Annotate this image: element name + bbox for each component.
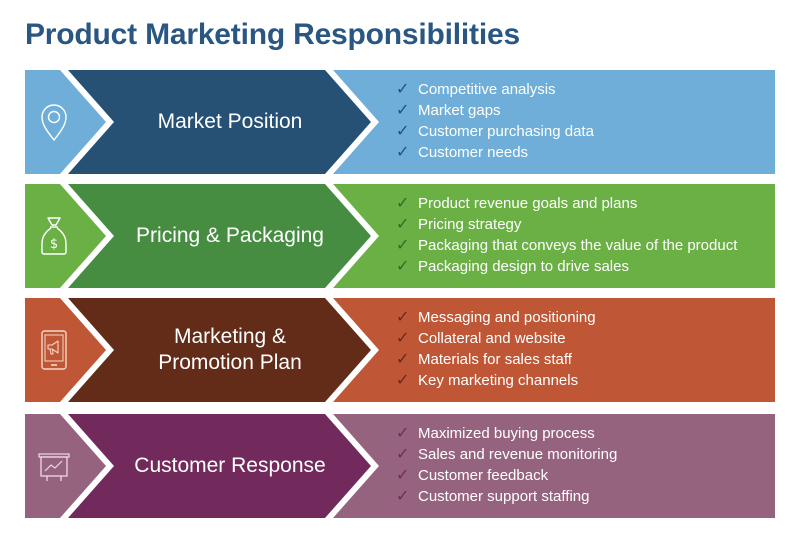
location-pin-icon [41,104,67,142]
checkmark-icon: ✓ [396,309,410,326]
chevron-shapes [25,184,775,288]
row-market-position: Market Position ✓Competitive analysis ✓M… [0,70,800,174]
page-title: Product Marketing Responsibilities [25,18,520,51]
presentation-chart-icon [38,453,70,481]
list-item: ✓Collateral and website [396,330,566,347]
row-marketing-promotion: Marketing & Promotion Plan ✓Messaging an… [0,298,800,402]
checkmark-icon: ✓ [396,330,410,347]
row-label: Pricing & Packaging [136,224,324,247]
checkmark-icon: ✓ [396,102,410,119]
row-label: Marketing & Promotion Plan [110,298,350,402]
list-item: ✓Pricing strategy [396,216,522,233]
mobile-megaphone-icon [41,330,67,370]
list-item: ✓Customer support staffing [396,488,590,505]
list-item: ✓Packaging design to drive sales [396,258,629,275]
row-pricing-packaging: $ Pricing & Packaging ✓Product revenue g… [0,184,800,288]
checkmark-icon: ✓ [396,123,410,140]
chevron-shapes [25,414,775,518]
checkmark-icon: ✓ [396,81,410,98]
row-label: Customer Response [134,454,326,477]
list-item: ✓Product revenue goals and plans [396,195,638,212]
row-customer-response: Customer Response ✓Maximized buying proc… [0,414,800,518]
checkmark-icon: ✓ [396,258,410,275]
list-item: ✓Market gaps [396,102,501,119]
list-item: ✓Materials for sales staff [396,351,572,368]
checkmark-icon: ✓ [396,144,410,161]
list-item: ✓Customer purchasing data [396,123,594,140]
chevron-shapes [25,298,775,402]
checklist: ✓Maximized buying process ✓Sales and rev… [396,423,617,507]
checkmark-icon: ✓ [396,195,410,212]
checklist: ✓Competitive analysis ✓Market gaps ✓Cust… [396,79,594,163]
list-item: ✓Customer needs [396,144,529,161]
row-label-line1: Marketing & [173,325,287,348]
checklist: ✓Messaging and positioning ✓Collateral a… [396,307,596,391]
checkmark-icon: ✓ [396,351,410,368]
list-item: ✓Packaging that conveys the value of the… [396,237,738,254]
checkmark-icon: ✓ [396,216,410,233]
chevron-shapes [25,70,775,174]
list-item: ✓Customer feedback [396,467,549,484]
row-label: Market Position [157,110,303,133]
row-label-line2: Promotion Plan [158,351,302,374]
money-bag-icon: $ [41,217,67,255]
checkmark-icon: ✓ [396,446,410,463]
checkmark-icon: ✓ [396,467,410,484]
checkmark-icon: ✓ [396,425,410,442]
checkmark-icon: ✓ [396,372,410,389]
list-item: ✓Messaging and positioning [396,309,596,326]
svg-text:$: $ [50,237,58,252]
checkmark-icon: ✓ [396,237,410,254]
list-item: ✓Key marketing channels [396,372,579,389]
checklist: ✓Product revenue goals and plans ✓Pricin… [396,193,737,277]
list-item: ✓Competitive analysis [396,81,556,98]
list-item: ✓Maximized buying process [396,425,595,442]
list-item: ✓Sales and revenue monitoring [396,446,618,463]
checkmark-icon: ✓ [396,488,410,505]
